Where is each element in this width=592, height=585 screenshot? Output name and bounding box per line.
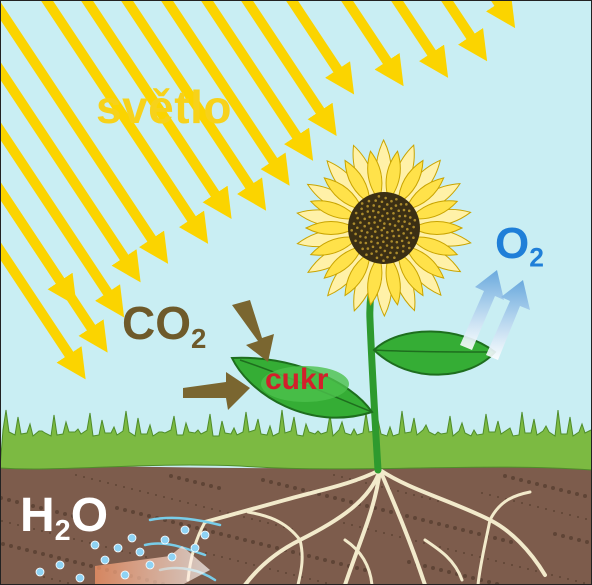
sun-ray-arrow-icon xyxy=(200,0,314,161)
water-drop-icon xyxy=(75,573,85,583)
water-subscript: 2 xyxy=(54,515,71,548)
water-drop-icon xyxy=(100,555,110,565)
co2-subscript: 2 xyxy=(191,322,207,354)
co2-label: CO2 xyxy=(122,297,206,352)
water-drop-icon xyxy=(167,552,177,562)
sun-ray-arrow-icon xyxy=(0,121,125,318)
oxygen-arrow-icon xyxy=(486,280,530,360)
grass xyxy=(0,409,592,471)
sun-ray-arrow-icon xyxy=(440,0,488,62)
sun-ray-arrow-icon xyxy=(80,0,232,220)
water-drops xyxy=(35,525,210,583)
oxygen-symbol: O xyxy=(495,219,530,268)
co2-symbol: CO xyxy=(122,297,191,349)
water-symbol-tail: O xyxy=(70,489,109,542)
sun-ray-arrow-icon xyxy=(486,0,516,29)
co2-arrow-icon xyxy=(232,300,274,362)
light-label: světlo xyxy=(96,81,232,133)
sun-ray-arrow-icon xyxy=(390,0,449,78)
sun-ray-arrow-icon xyxy=(340,0,404,87)
water-drop-icon xyxy=(135,547,145,557)
water-drop-icon xyxy=(90,540,100,550)
water-drop-icon xyxy=(160,535,170,545)
water-drop-icon xyxy=(113,543,123,553)
water-drop-icon xyxy=(120,570,130,580)
oxygen-label: O2 xyxy=(495,219,544,271)
oxygen-subscript: 2 xyxy=(529,242,544,273)
water-label: H2O xyxy=(20,489,109,546)
sun-ray-arrow-icon xyxy=(240,0,337,137)
sugar-label: cukr xyxy=(265,363,329,396)
oxygen-arrows xyxy=(460,270,530,360)
water-drop-icon xyxy=(55,560,65,570)
oxygen-arrow-icon xyxy=(460,270,504,350)
water-drop-icon xyxy=(127,533,137,543)
water-drop-icon xyxy=(190,543,200,553)
sun-ray-arrow-icon xyxy=(285,0,355,95)
co2-arrows xyxy=(183,300,274,410)
sun-ray-arrow-icon xyxy=(0,241,86,380)
roots xyxy=(186,468,547,585)
water-drop-icon xyxy=(180,525,190,535)
sun-ray-arrow-icon xyxy=(40,0,209,244)
sun-rays xyxy=(0,0,516,380)
sunflower-icon xyxy=(296,138,472,318)
sun-ray-arrow-icon xyxy=(0,61,141,283)
sun-ray-arrow-icon xyxy=(0,181,77,307)
water-drop-icon xyxy=(200,530,210,540)
sun-ray-arrow-icon xyxy=(160,0,290,186)
soil-texture xyxy=(0,474,589,585)
water-drop-icon xyxy=(35,567,45,577)
co2-arrow-icon xyxy=(183,372,250,410)
water-symbol: H xyxy=(20,489,55,542)
water-drop-icon xyxy=(145,560,155,570)
sun-ray-arrow-icon xyxy=(0,1,169,264)
